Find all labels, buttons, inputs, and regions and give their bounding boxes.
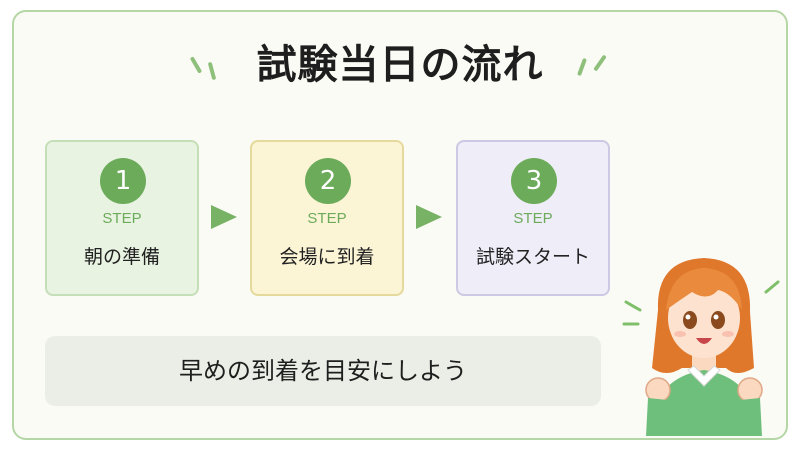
excitement-lines-icon [622,280,780,326]
step-number-badge: 3 [511,158,557,204]
step-label: STEP [307,210,347,227]
step-label: STEP [513,210,553,227]
step-label: STEP [102,210,142,227]
step-card-1: 1 STEP 朝の準備 [45,140,199,296]
step-card-3: 3 STEP 試験スタート [456,140,610,296]
step-number-badge: 1 [100,158,146,204]
step-card-2: 2 STEP 会場に到着 [250,140,404,296]
arrow-right-icon [211,205,237,229]
step-number-badge: 2 [305,158,351,204]
character-illustration [622,258,780,436]
step-name: 会場に到着 [279,246,375,268]
step-name: 試験スタート [475,246,590,268]
step-name: 朝の準備 [83,246,160,268]
page-title: 試験当日の流れ [256,42,544,88]
arrow-right-icon [416,205,442,229]
tip-banner: 早めの到着を目安にしよう [45,336,601,406]
